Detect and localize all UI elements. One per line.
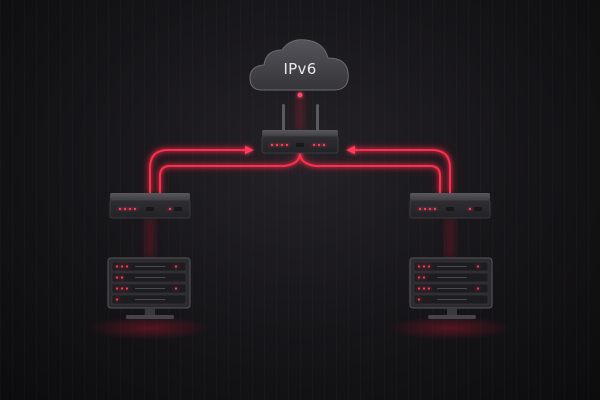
link-router-to-left-switch-lower bbox=[159, 152, 301, 193]
cloud-icon bbox=[249, 39, 349, 91]
right-switch-icon bbox=[409, 193, 491, 219]
link-right-switch-to-router bbox=[346, 145, 451, 193]
links bbox=[147, 92, 453, 258]
left-switch-icon bbox=[109, 193, 191, 219]
left-floor-glow bbox=[88, 316, 212, 340]
left-server-rack-icon bbox=[107, 257, 191, 319]
link-router-to-right-switch-lower bbox=[299, 152, 441, 193]
cloud-label: IPv6 bbox=[283, 60, 317, 78]
link-left-switch-to-router bbox=[149, 145, 254, 193]
right-server-rack-icon bbox=[409, 257, 493, 319]
core-router-icon bbox=[261, 104, 339, 154]
cloud-uplink-dot bbox=[297, 92, 303, 98]
right-floor-glow bbox=[388, 316, 512, 340]
